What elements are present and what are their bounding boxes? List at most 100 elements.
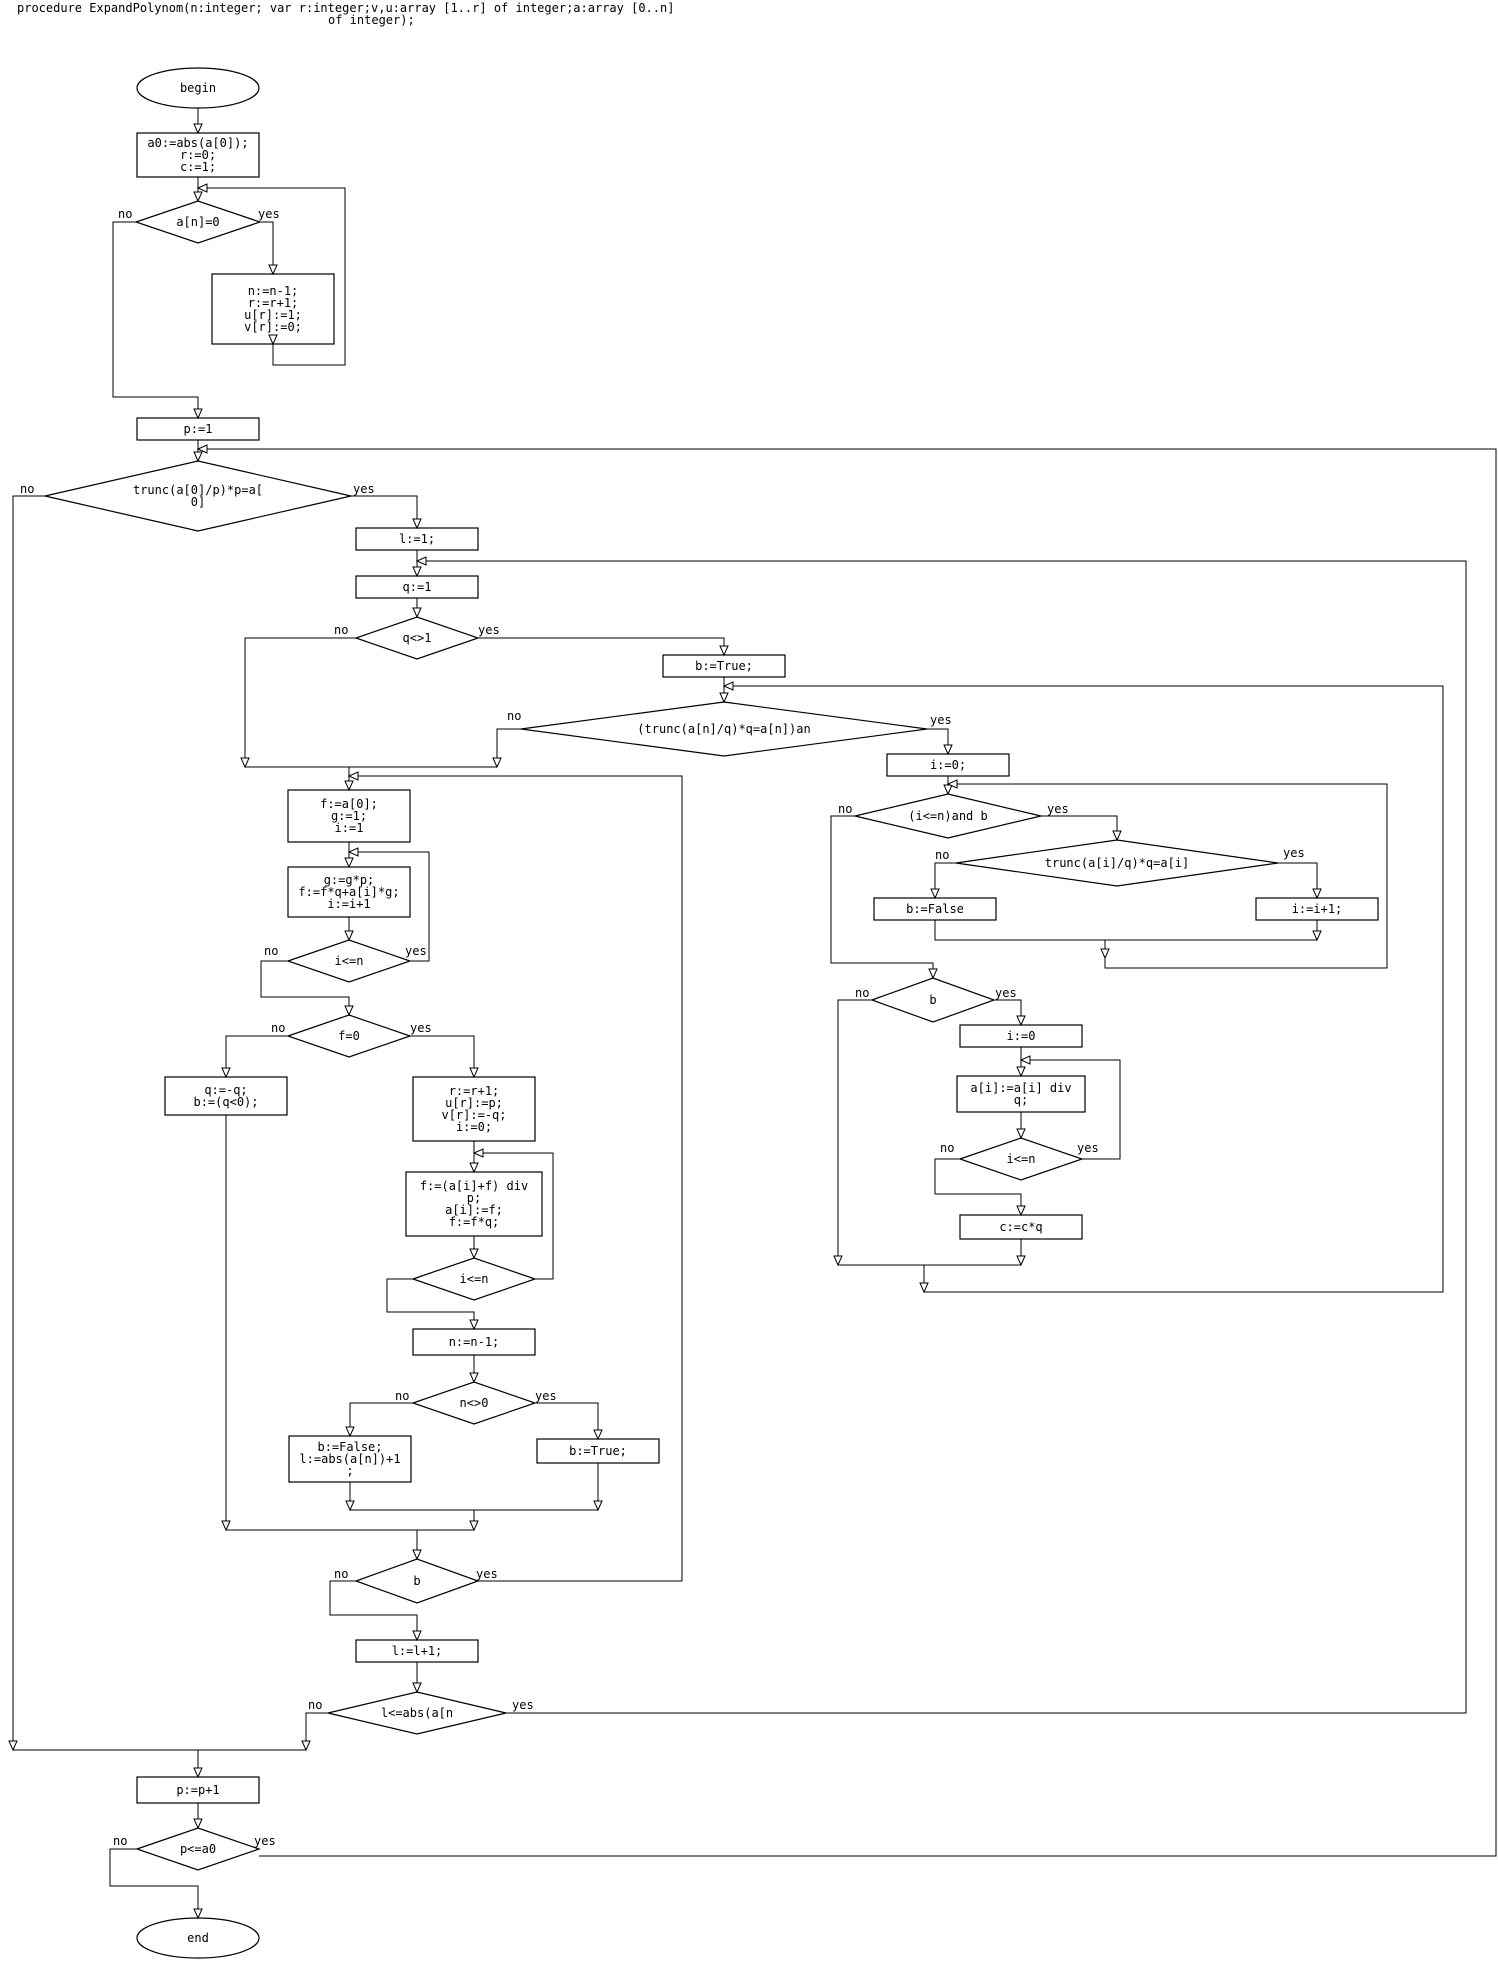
strip-text: n:=n-1;	[248, 284, 299, 298]
arrowhead-29	[919, 1282, 929, 1294]
connector-30	[994, 999, 1022, 1025]
arrowhead-2	[268, 264, 278, 276]
arrowhead-14	[722, 681, 734, 691]
strip-text: v[r]:=0;	[244, 320, 302, 334]
connector-24	[1041, 815, 1118, 840]
node-l-le: l<=abs(a[n	[327, 1691, 507, 1735]
horner-text: g:=g*p;	[324, 873, 375, 887]
connector-38	[349, 851, 430, 962]
branch-label-yes: yes	[1077, 1141, 1099, 1155]
q-neg-text: q:=-q;	[204, 1083, 247, 1097]
arrowhead-52	[469, 1520, 479, 1532]
connector-31	[837, 999, 925, 1292]
record-text: u[r]:=p;	[445, 1096, 503, 1110]
branch-label-no: no	[838, 802, 852, 816]
connector-59	[109, 1848, 199, 1918]
node-c-update: c:=c*q	[959, 1214, 1083, 1240]
connector-57	[305, 1712, 328, 1750]
branch-label-yes: yes	[478, 623, 500, 637]
connector-55	[329, 1580, 418, 1640]
b-check-r-text: b	[929, 993, 936, 1007]
connector-15	[244, 637, 497, 768]
arrowhead-47	[593, 1429, 603, 1441]
connector-29	[1105, 920, 1318, 941]
arrowheads	[8, 123, 1322, 1920]
connector-28	[934, 920, 1106, 958]
arrowhead-50	[593, 1500, 603, 1512]
node-i-lt-n-r: i<=n	[958, 1137, 1084, 1181]
arrowhead-41	[221, 1067, 231, 1079]
connector-2	[198, 187, 346, 366]
ai-update-text: a[i]:=a[i] div	[970, 1081, 1071, 1095]
branch-label-no: no	[20, 482, 34, 496]
f-init-text: g:=1;	[331, 809, 367, 823]
arrowhead-58	[193, 1767, 203, 1779]
l-init-text: l:=1;	[399, 532, 435, 546]
connector-23	[948, 783, 1388, 969]
node-p-divides: trunc(a[0]/p)*p=a[0]	[44, 460, 352, 532]
arrowhead-15	[943, 744, 953, 756]
branch-label-no: no	[935, 848, 949, 862]
node-i-le-n: i<=n	[411, 1257, 537, 1301]
q-ne-1-text: q<>1	[403, 631, 432, 645]
arrowhead-48	[345, 1426, 355, 1438]
branch-label-no: no	[264, 944, 278, 958]
i-lt-n-text: i<=n	[335, 954, 364, 968]
c-update-text: c:=c*q	[999, 1220, 1042, 1234]
branch-label-no: no	[395, 1389, 409, 1403]
arrowhead-43	[472, 1148, 484, 1158]
arrowhead-24	[1016, 1015, 1026, 1027]
l-inc-text: l:=l+1;	[392, 1644, 443, 1658]
arrowhead-42	[469, 1162, 479, 1174]
arrowhead-20	[1312, 888, 1322, 900]
arrowhead-5	[193, 408, 203, 420]
arrowhead-51	[221, 1520, 231, 1532]
node-f-zero: f=0	[286, 1014, 412, 1058]
connector-14	[478, 637, 725, 655]
arrowhead-26	[1019, 1055, 1031, 1065]
connector-35	[934, 1158, 1022, 1215]
node-p-le-a0: p<=a0	[135, 1827, 261, 1871]
arrowhead-30	[833, 1255, 843, 1267]
connector-7	[351, 495, 418, 528]
arrowhead-4	[196, 183, 208, 193]
node-begin: begin	[136, 67, 260, 109]
arrowhead-6	[193, 451, 203, 463]
connector-48	[535, 1402, 599, 1439]
node-end: end	[136, 1917, 260, 1959]
connector-27	[1278, 862, 1318, 898]
arrowhead-8	[412, 518, 422, 530]
node-q-init: q:=1	[355, 575, 479, 599]
arrowhead-35	[347, 771, 359, 781]
node-q-check: (trunc(a[n]/q)*q=a[n])an	[520, 701, 928, 757]
connector-8	[12, 495, 45, 1750]
flow-nodes: begin a0:=abs(a[0]);r:=0;c:=1; a[n]=0 n:=n-…	[44, 67, 1379, 1959]
init-text: a0:=abs(a[0]);	[147, 136, 248, 150]
arrowhead-1	[193, 191, 203, 203]
q-neg-text: b:=(q<0);	[193, 1095, 258, 1109]
connector-lines	[12, 108, 1497, 1918]
f-init-text: i:=1	[335, 821, 364, 835]
q-init-text: q:=1	[403, 580, 432, 594]
record-text: v[r]:=-q;	[441, 1108, 506, 1122]
record-text: i:=0;	[456, 1120, 492, 1134]
branch-label-yes: yes	[405, 944, 427, 958]
connector-17	[724, 685, 1444, 1293]
connector-19	[496, 728, 521, 767]
branch-label-no: no	[271, 1021, 285, 1035]
branch-label-no: no	[334, 1567, 348, 1581]
node-init: a0:=abs(a[0]);r:=0;c:=1;	[136, 132, 260, 178]
connector-6	[198, 448, 1497, 1857]
ai-update-text: q;	[1014, 1093, 1028, 1107]
divide-text: f:=f*q;	[449, 1215, 500, 1229]
arrowhead-10	[412, 607, 422, 619]
arrowhead-7	[196, 444, 208, 454]
arrowhead-22	[1312, 930, 1322, 942]
node-p-init: p:=1	[136, 417, 260, 441]
an-zero-text: a[n]=0	[176, 215, 219, 229]
arrowhead-23	[928, 968, 938, 980]
arrowhead-18	[1112, 830, 1122, 842]
arrowhead-40	[469, 1067, 479, 1079]
